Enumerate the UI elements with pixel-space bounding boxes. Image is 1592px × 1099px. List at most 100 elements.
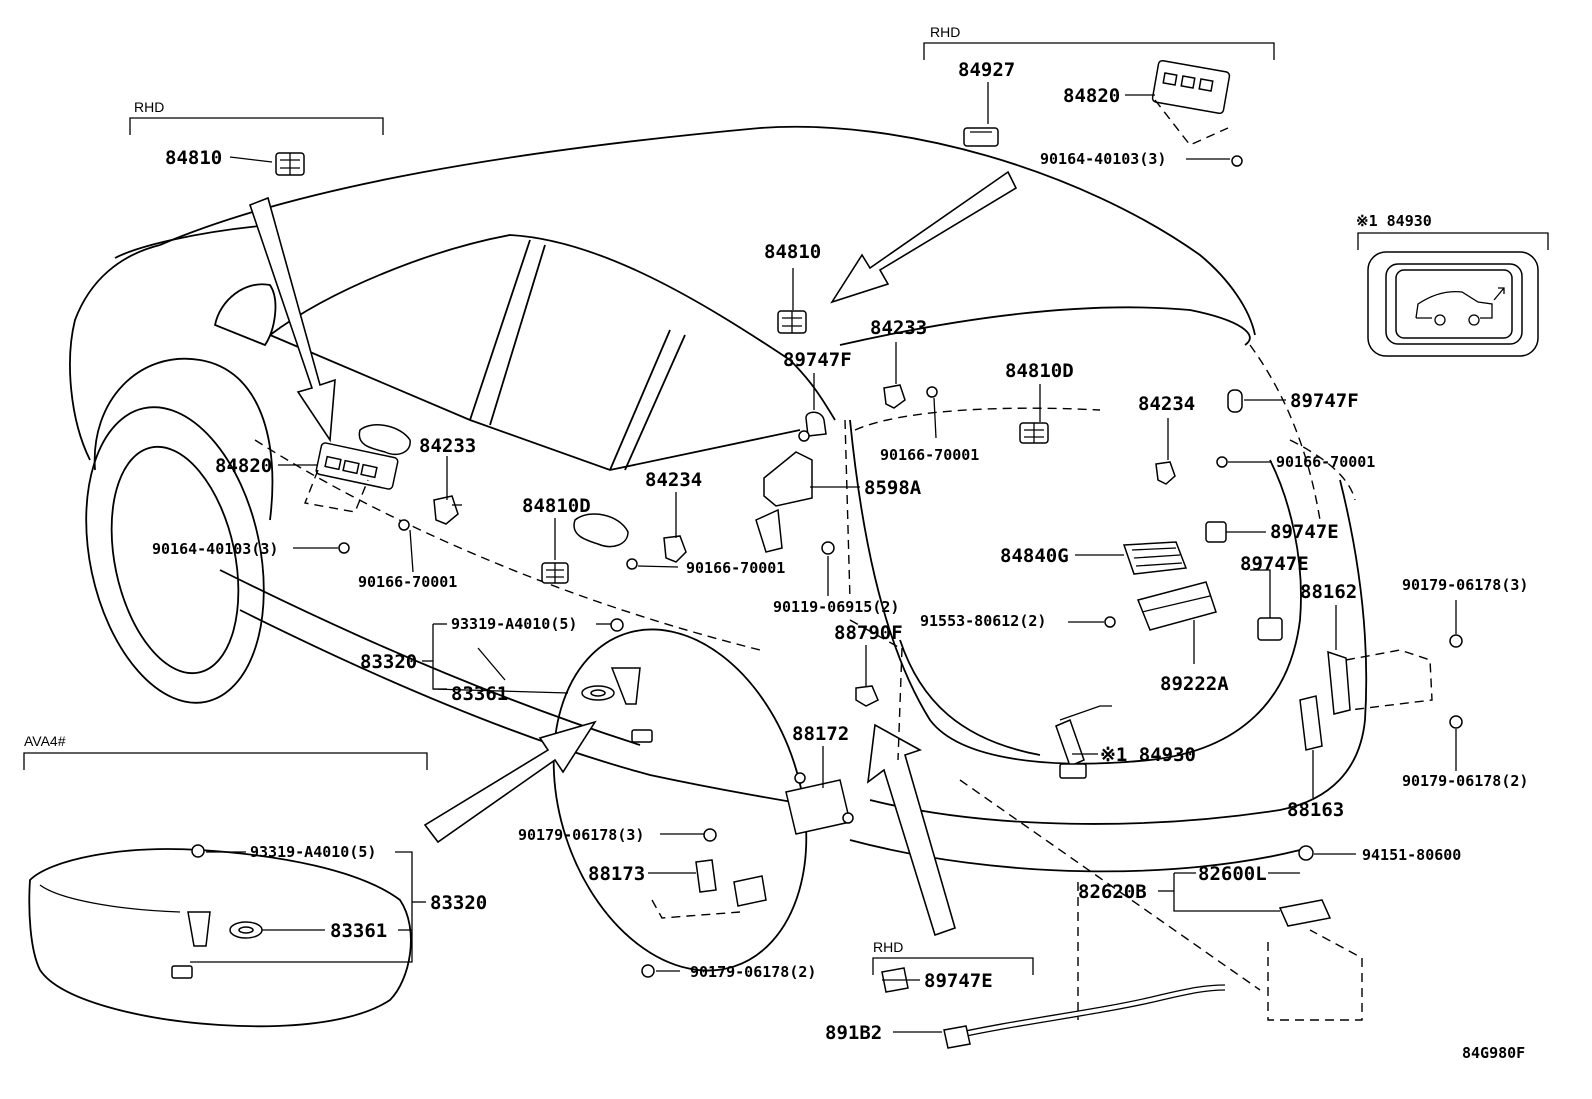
switch-84927-icon	[963, 127, 999, 147]
sensor-89747E-a-icon	[1205, 521, 1227, 543]
rhd-left-header: RHD	[134, 99, 164, 115]
bracket-88173-icon	[651, 859, 767, 919]
leader-lines	[190, 82, 1457, 1033]
label-89747E-c: 89747E	[924, 970, 993, 992]
power-window-switch-top-icon	[1151, 59, 1231, 146]
arrow-bottom	[866, 723, 956, 937]
door-handle-rear-icon	[573, 513, 629, 548]
ava4-header: AVA4#	[24, 733, 66, 749]
label-88163: 88163	[1287, 799, 1344, 821]
vehicle-outline	[69, 125, 1368, 972]
label-89222A: 89222A	[1160, 673, 1229, 695]
label-89747F-b: 89747F	[1290, 390, 1359, 412]
ava4-inset	[28, 844, 412, 1028]
power-window-switch-left-icon	[304, 442, 399, 513]
switch-84810D-mid-icon	[1019, 422, 1049, 444]
label-90166-left: 90166-70001	[358, 573, 457, 591]
screw-90164-top-icon	[1231, 155, 1243, 167]
arrow-top-right	[830, 170, 1018, 304]
label-84810D-mid: 84810D	[1005, 360, 1074, 382]
screw-90164-left-icon	[338, 542, 350, 554]
label-90179-r1: 90179-06178(3)	[1402, 576, 1528, 594]
nut-90179-c1-icon	[703, 828, 717, 842]
label-84820-top: 84820	[1063, 85, 1120, 107]
label-93319-mid: 93319-A4010(5)	[451, 615, 577, 633]
switch-84840G-icon	[1122, 541, 1188, 575]
label-84234-right: 84234	[1138, 393, 1195, 415]
label-90166-b: 90166-70001	[1276, 453, 1375, 471]
label-90166-mid: 90166-70001	[686, 559, 785, 577]
label-83320-inset: 83320	[430, 892, 487, 914]
inset-note-header: ※1 84930	[1356, 212, 1432, 230]
pointer-arrows	[248, 170, 1018, 937]
courtesy-switch-84233-mid-icon	[883, 384, 906, 409]
label-83320-mid: 83320	[360, 651, 417, 673]
label-82600L: 82600L	[1198, 863, 1267, 885]
label-89747F-a: 89747F	[783, 349, 852, 371]
courtesy-switch-left-icon	[433, 495, 462, 525]
label-90119: 90119-06915(2)	[773, 598, 899, 616]
label-94151: 94151-80600	[1362, 846, 1461, 864]
label-90179-r2: 90179-06178(2)	[1402, 772, 1528, 790]
label-84233-mid: 84233	[870, 317, 927, 339]
label-891B2: 891B2	[825, 1022, 882, 1044]
label-8598A: 8598A	[864, 477, 922, 499]
nut-90179-r1-icon	[1449, 634, 1463, 648]
door-handle-left-icon	[358, 424, 411, 456]
label-84930: ※1 84930	[1100, 744, 1196, 766]
actuator-8598A-icon	[755, 430, 813, 553]
label-88172: 88172	[792, 723, 849, 745]
courtesy-switch-84234-right-icon	[1155, 461, 1176, 485]
label-84810D-left: 84810D	[522, 495, 591, 517]
arrow-center	[423, 720, 597, 844]
arrow-left-down	[248, 196, 336, 443]
sensor-88790F-icon	[855, 685, 879, 707]
screw-90166-left-icon	[398, 519, 410, 531]
part-glyphs	[275, 59, 1463, 1049]
rhd-bottom-header: RHD	[873, 939, 903, 955]
label-89747E-b: 89747E	[1240, 553, 1309, 575]
screw-90166-mid-icon	[626, 558, 638, 570]
switch-84930-assembly-icon	[1055, 705, 1112, 779]
module-88172-icon	[785, 772, 854, 835]
rhd-top-header: RHD	[930, 24, 960, 40]
sensor-89747E-b-icon	[1257, 617, 1283, 641]
sensor-89747F-b-icon	[1227, 389, 1243, 413]
nut-90179-r2-icon	[1449, 715, 1463, 729]
label-84233-left: 84233	[419, 435, 476, 457]
label-83361-inset: 83361	[330, 920, 387, 942]
group-brackets: RHD RHD AVA4# RHD ※1 84930	[23, 24, 1549, 975]
label-90164-left: 90164-40103(3)	[152, 540, 278, 558]
label-88790F: 88790F	[834, 622, 903, 644]
label-90164-top: 90164-40103(3)	[1040, 150, 1166, 168]
courtesy-switch-mid-icon	[663, 535, 687, 563]
nut-90179-c2-icon	[641, 964, 655, 978]
bracket-82600L-icon	[1267, 845, 1363, 1021]
bracket-88163-icon	[1299, 695, 1323, 751]
switch-inset	[1367, 251, 1539, 357]
label-84810-left: 84810	[165, 147, 222, 169]
label-91553: 91553-80612(2)	[920, 612, 1046, 630]
bolt-90119-icon	[821, 541, 835, 555]
label-88173: 88173	[588, 863, 645, 885]
bracket-88162-icon	[1327, 649, 1433, 715]
switch-84810-left-icon	[275, 152, 305, 176]
fuel-lid-opener-icon	[477, 618, 653, 743]
cable-891B2-icon	[943, 984, 1226, 1049]
diagram-code: 84G980F	[1462, 1044, 1525, 1062]
label-90166-a: 90166-70001	[880, 446, 979, 464]
label-82620B: 82620B	[1078, 881, 1147, 903]
label-84840G: 84840G	[1000, 545, 1069, 567]
sensor-89747F-a-icon	[805, 411, 827, 437]
screw-90166-b-icon	[1216, 456, 1228, 468]
part-labels: 84810 84820 90164-40103(3) 84233 90166-7…	[152, 59, 1528, 1062]
switch-84810D-left-icon	[541, 562, 569, 584]
switch-84810-top-icon	[777, 310, 807, 334]
label-90179-c1: 90179-06178(3)	[518, 826, 644, 844]
label-84810-top: 84810	[764, 241, 821, 263]
module-89222A-icon	[1104, 581, 1217, 631]
label-84927: 84927	[958, 59, 1015, 81]
label-90179-c2: 90179-06178(2)	[690, 963, 816, 981]
label-84820-left: 84820	[215, 455, 272, 477]
